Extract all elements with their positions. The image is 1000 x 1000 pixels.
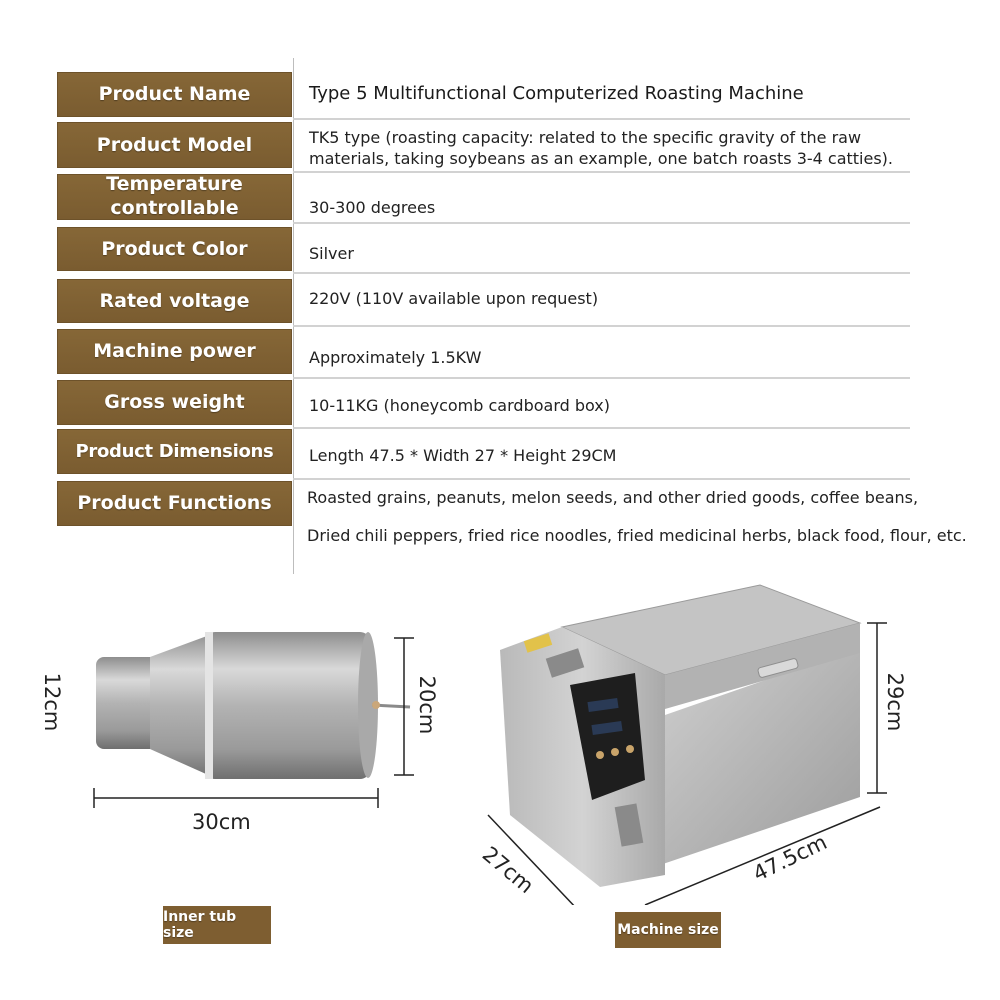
- tub-ring: [205, 632, 213, 779]
- row-divider: [293, 427, 910, 429]
- spec-label-product-functions: Product Functions: [57, 481, 292, 526]
- tub-small-diameter-label: 12cm: [40, 672, 64, 732]
- row-divider: [293, 272, 910, 274]
- spec-value-line: Dried chili peppers, fried rice noodles,…: [307, 526, 967, 545]
- control-panel-display: [591, 720, 623, 736]
- spec-value-gross-weight: 10-11KG (honeycomb cardboard box): [309, 396, 611, 415]
- tub-cone: [150, 633, 215, 778]
- tub-length-label: 30cm: [192, 810, 251, 834]
- tub-small-cylinder: [96, 657, 162, 749]
- row-divider: [293, 325, 910, 327]
- spec-label-product-name: Product Name: [57, 72, 292, 117]
- row-divider: [293, 171, 910, 173]
- control-panel-display: [587, 697, 619, 713]
- spec-label-gross-weight: Gross weight: [57, 380, 292, 425]
- spec-value-line: Roasted grains, peanuts, melon seeds, an…: [307, 488, 919, 507]
- inner-tub-caption: Inner tub size: [163, 906, 271, 944]
- spec-table: Product Name Type 5 Multifunctional Comp…: [57, 58, 967, 574]
- spec-label-product-dimensions: Product Dimensions: [57, 429, 292, 474]
- control-knob: [611, 748, 619, 756]
- machine-right-face: [660, 647, 860, 865]
- spec-label-line: Temperature: [106, 173, 243, 196]
- spec-value-line: materials, taking soybeans as an example…: [309, 148, 894, 168]
- control-knob: [626, 745, 634, 753]
- spec-label-product-model: Product Model: [57, 122, 292, 168]
- spec-label-machine-power: Machine power: [57, 329, 292, 374]
- tub-large-diameter-label: 20cm: [415, 675, 439, 735]
- spec-label-rated-voltage: Rated voltage: [57, 279, 292, 323]
- spec-value-product-functions: Roasted grains, peanuts, melon seeds, an…: [307, 490, 967, 544]
- row-divider: [293, 478, 910, 480]
- row-divider: [293, 222, 910, 224]
- control-knob: [596, 751, 604, 759]
- machine-illustration: [487, 584, 887, 905]
- vent-grille: [545, 648, 585, 678]
- spec-value-temperature: 30-300 degrees: [309, 198, 436, 217]
- vent-grille: [614, 803, 644, 847]
- column-divider: [293, 58, 294, 574]
- machine-caption: Machine size: [615, 912, 721, 948]
- machine-height-label: 29cm: [883, 672, 907, 732]
- spec-value-product-model: TK5 type (roasting capacity: related to …: [309, 128, 893, 170]
- spec-value-rated-voltage: 220V (110V available upon request): [309, 289, 599, 308]
- dim-line-width: [487, 814, 575, 905]
- spec-label-temperature: Temperature controllable: [57, 173, 292, 220]
- spec-value-product-name: Type 5 Multifunctional Computerized Roas…: [309, 83, 804, 104]
- inner-tub-illustration: [93, 632, 414, 808]
- spec-value-line: TK5 type (roasting capacity: related to …: [309, 128, 862, 147]
- spec-value-machine-power: Approximately 1.5KW: [309, 348, 482, 367]
- tub-large-cylinder: [205, 632, 370, 779]
- dim-line-length: [644, 806, 881, 905]
- spec-value-product-color: Silver: [309, 244, 354, 263]
- lid-handle: [757, 658, 799, 678]
- tub-shaft-nut: [372, 701, 380, 709]
- warning-label: [523, 633, 553, 653]
- spec-label-product-color: Product Color: [57, 227, 292, 271]
- row-divider: [293, 118, 910, 120]
- spec-label-line: controllable: [110, 197, 239, 219]
- spec-value-product-dimensions: Length 47.5 * Width 27 * Height 29CM: [309, 446, 617, 465]
- row-divider: [293, 377, 910, 379]
- tub-end-cap: [358, 632, 378, 778]
- machine-lid-front: [665, 623, 860, 709]
